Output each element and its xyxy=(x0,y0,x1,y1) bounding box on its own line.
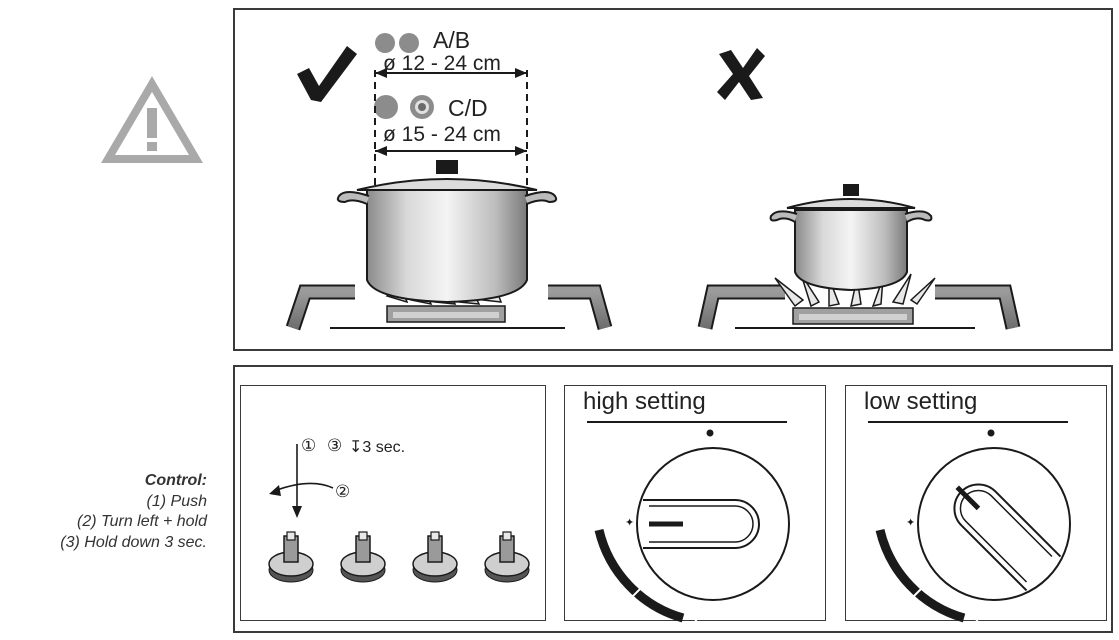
control-frame: ① ③ ↧3 sec. ② xyxy=(233,365,1113,633)
knob-operation-panel: ① ③ ↧3 sec. ② xyxy=(240,385,546,621)
burner-ab-label: A/B xyxy=(433,27,471,53)
knob-row xyxy=(268,531,530,583)
knob-4-icon xyxy=(484,531,530,583)
burner-ab-diameter: ø 12 - 24 cm xyxy=(383,52,501,75)
pot-size-frame: A/B ø 12 - 24 cm C/D ø 15 - 24 cm xyxy=(233,8,1113,351)
burner-ab-circle-1 xyxy=(375,33,395,53)
checkmark-icon xyxy=(297,46,357,102)
svg-text:✦: ✦ xyxy=(625,516,634,529)
push-turn-arrows xyxy=(269,444,334,518)
wrong-pot-illustration xyxy=(697,48,1021,330)
svg-text:✦: ✦ xyxy=(906,516,915,529)
control-step-1: (1) Push xyxy=(146,492,207,510)
high-setting-panel: high setting ✦ xyxy=(564,385,826,623)
cross-icon xyxy=(717,48,765,100)
control-step-3: (3) Hold down 3 sec. xyxy=(60,533,207,551)
control-title: Control: xyxy=(144,472,207,489)
control-instructions: Control: (1) Push (2) Turn left + hold (… xyxy=(60,471,207,553)
step-2-marker: ② xyxy=(335,482,351,501)
burner-cd-label: C/D xyxy=(448,95,488,121)
low-setting-panel: low setting ✦ xyxy=(845,385,1107,623)
burner-cd-circle-1 xyxy=(374,95,398,119)
control-step-2: (2) Turn left + hold xyxy=(77,513,207,530)
high-setting-dial: ✦ xyxy=(587,421,790,623)
correct-pot-illustration xyxy=(285,33,613,331)
high-setting-title: high setting xyxy=(583,388,706,415)
burner-cd-diameter: ø 15 - 24 cm xyxy=(383,123,501,146)
warning-triangle-icon xyxy=(101,76,203,164)
step-3-marker: ③ xyxy=(327,436,343,455)
hold-duration: ↧3 sec. xyxy=(349,439,406,456)
knob-2-icon xyxy=(340,531,386,583)
low-setting-title: low setting xyxy=(864,388,978,415)
step-1-marker: ① xyxy=(301,436,317,455)
knob-1-icon xyxy=(268,531,314,583)
low-setting-dial: ✦ xyxy=(868,421,1071,623)
knob-3-icon xyxy=(412,531,458,583)
burner-ab-circle-2 xyxy=(399,33,419,53)
